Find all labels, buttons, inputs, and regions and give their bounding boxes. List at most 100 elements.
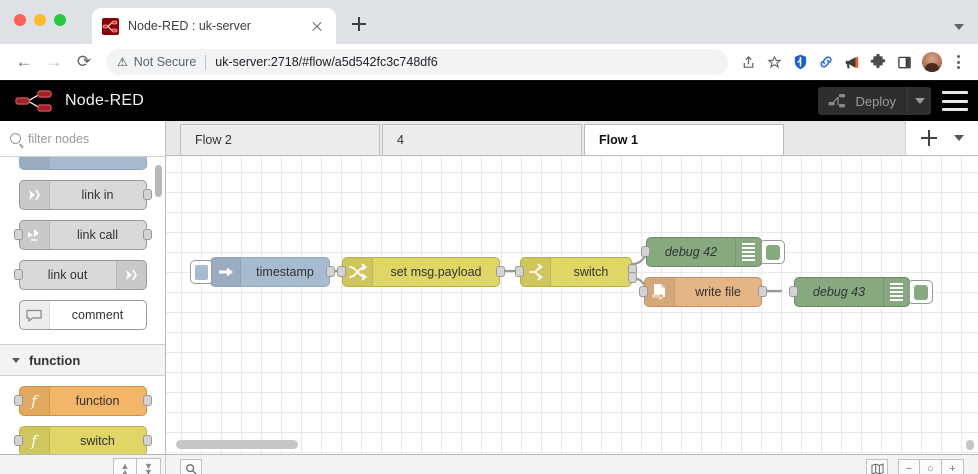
flow-list-chevron-down-icon[interactable] xyxy=(954,135,964,141)
app-title: Node-RED xyxy=(65,92,144,109)
palette-item-switch[interactable]: f switch xyxy=(13,426,152,454)
zoom-reset-button[interactable]: ○ xyxy=(920,458,942,474)
window-close-button[interactable] xyxy=(14,14,26,26)
flow-tab-flow-2[interactable]: Flow 2 xyxy=(180,124,380,155)
node-output-port[interactable] xyxy=(142,395,152,406)
palette-filter-input[interactable]: filter nodes xyxy=(0,121,165,157)
chevron-double-down-icon: ▼▼ xyxy=(144,460,153,474)
canvas-vertical-scrollbar[interactable] xyxy=(966,440,974,450)
node-output-port[interactable] xyxy=(758,286,767,297)
node-input-port[interactable] xyxy=(13,269,23,280)
node-red-favicon-icon xyxy=(102,17,119,35)
palette-filter-placeholder: filter nodes xyxy=(28,131,90,146)
window-controls xyxy=(14,14,66,26)
node-output-port[interactable] xyxy=(142,435,152,446)
palette-item-comment[interactable]: comment xyxy=(18,300,147,330)
link-extension-icon[interactable] xyxy=(814,50,838,74)
new-tab-button[interactable] xyxy=(346,11,372,37)
megaphone-extension-icon[interactable] xyxy=(840,50,864,74)
node-input-port[interactable] xyxy=(337,266,346,277)
debug-enable-button[interactable] xyxy=(761,240,785,264)
flow-node-write-file[interactable]: write file xyxy=(639,277,767,307)
reload-button[interactable]: ⟳ xyxy=(76,52,92,71)
puzzle-extensions-icon[interactable] xyxy=(866,50,890,74)
expand-all-button[interactable]: ▼▼ xyxy=(137,457,161,474)
profile-avatar[interactable] xyxy=(922,52,942,72)
share-icon[interactable] xyxy=(736,50,760,74)
flow-tab-flow-1[interactable]: Flow 1 xyxy=(584,124,784,155)
node-output-port-2[interactable] xyxy=(628,271,637,283)
palette-category-label: function xyxy=(29,352,81,368)
node-output-port[interactable] xyxy=(496,266,505,277)
palette-scroll-area[interactable]: link in xyxy=(0,157,165,454)
search-flows-button[interactable] xyxy=(180,458,202,474)
palette-category-function[interactable]: function xyxy=(0,344,165,376)
flow-tab-label: Flow 2 xyxy=(195,133,232,147)
flow-node-label: switch xyxy=(573,265,609,279)
node-output-port[interactable] xyxy=(142,189,152,200)
forward-button[interactable]: → xyxy=(45,52,63,71)
flow-tab-4[interactable]: 4 xyxy=(382,124,582,155)
window-minimize-button[interactable] xyxy=(34,14,46,26)
canvas-horizontal-scrollbar[interactable] xyxy=(176,440,298,449)
flow-workspace: Flow 2 4 Flow 1 xyxy=(166,121,978,454)
deploy-button[interactable]: Deploy xyxy=(817,87,931,115)
navigator-map-icon[interactable] xyxy=(866,458,888,474)
flow-node-debug-43[interactable]: debug 43 xyxy=(789,277,933,307)
deploy-button-main[interactable]: Deploy xyxy=(818,87,907,115)
inject-trigger-button[interactable] xyxy=(190,260,212,284)
node-output-port[interactable] xyxy=(326,266,335,277)
flow-node-change[interactable]: set msg.payload xyxy=(337,257,505,287)
deploy-icon xyxy=(828,93,848,109)
search-icon xyxy=(10,133,21,144)
browser-tab-node-red[interactable]: Node-RED : uk-server xyxy=(92,8,336,44)
address-bar[interactable]: ⚠ Not Secure uk-server:2718 /#flow/a5d54… xyxy=(106,49,728,75)
node-palette: filter nodes xyxy=(0,121,166,454)
window-maximize-button[interactable] xyxy=(54,14,66,26)
url-host: uk-server:2718 xyxy=(215,55,299,69)
add-flow-button[interactable] xyxy=(920,129,938,147)
omnibox-divider xyxy=(205,54,207,70)
tab-close-icon[interactable] xyxy=(308,17,326,35)
flow-canvas[interactable]: timestamp xyxy=(166,156,978,454)
palette-item-link-call[interactable]: link call xyxy=(13,220,152,250)
node-input-port[interactable] xyxy=(13,229,23,240)
flow-node-inject[interactable]: timestamp xyxy=(190,257,335,287)
link-out-icon xyxy=(115,261,146,289)
tab-search-chevron-down-icon[interactable] xyxy=(954,24,964,30)
node-output-port[interactable] xyxy=(142,229,152,240)
flow-tab-label: 4 xyxy=(397,133,404,147)
deploy-chevron-down-icon[interactable] xyxy=(907,87,931,115)
node-input-port[interactable] xyxy=(13,435,23,446)
debug-enable-button[interactable] xyxy=(909,280,933,304)
node-red-header: Node-RED Deploy xyxy=(0,81,978,121)
node-input-port[interactable] xyxy=(641,246,650,257)
node-input-port[interactable] xyxy=(789,286,798,297)
side-panel-icon[interactable] xyxy=(892,50,916,74)
shield-extension-icon[interactable] xyxy=(788,50,812,74)
zoom-in-button[interactable]: + xyxy=(942,458,964,474)
node-input-port[interactable] xyxy=(13,395,23,406)
node-input-port[interactable] xyxy=(639,286,648,297)
flow-node-label: debug 43 xyxy=(812,285,866,299)
collapse-all-button[interactable]: ▲▲ xyxy=(113,457,137,474)
bookmark-star-icon[interactable] xyxy=(762,50,786,74)
browser-menu-kebab-icon[interactable] xyxy=(948,50,968,74)
palette-item-function[interactable]: f function xyxy=(13,386,152,416)
flow-node-switch[interactable]: switch xyxy=(515,257,637,287)
main-menu-hamburger-icon[interactable] xyxy=(942,91,968,111)
chevron-down-icon xyxy=(12,357,20,363)
palette-item-link-out[interactable]: link out xyxy=(13,260,147,290)
palette-scrollbar-thumb[interactable] xyxy=(155,165,162,197)
palette-item-partial-top[interactable] xyxy=(18,157,147,170)
node-red-logo-icon xyxy=(14,89,56,113)
node-red-logo[interactable]: Node-RED xyxy=(14,89,144,113)
back-button[interactable]: ← xyxy=(15,52,33,71)
palette-item-link-in[interactable]: link in xyxy=(18,180,152,210)
debug-lines-icon xyxy=(735,238,761,266)
node-input-port[interactable] xyxy=(515,266,524,277)
change-swap-icon xyxy=(343,258,373,286)
flow-node-debug-42[interactable]: debug 42 xyxy=(641,237,785,267)
security-status-label: Not Secure xyxy=(133,55,197,69)
zoom-out-button[interactable]: − xyxy=(898,458,920,474)
